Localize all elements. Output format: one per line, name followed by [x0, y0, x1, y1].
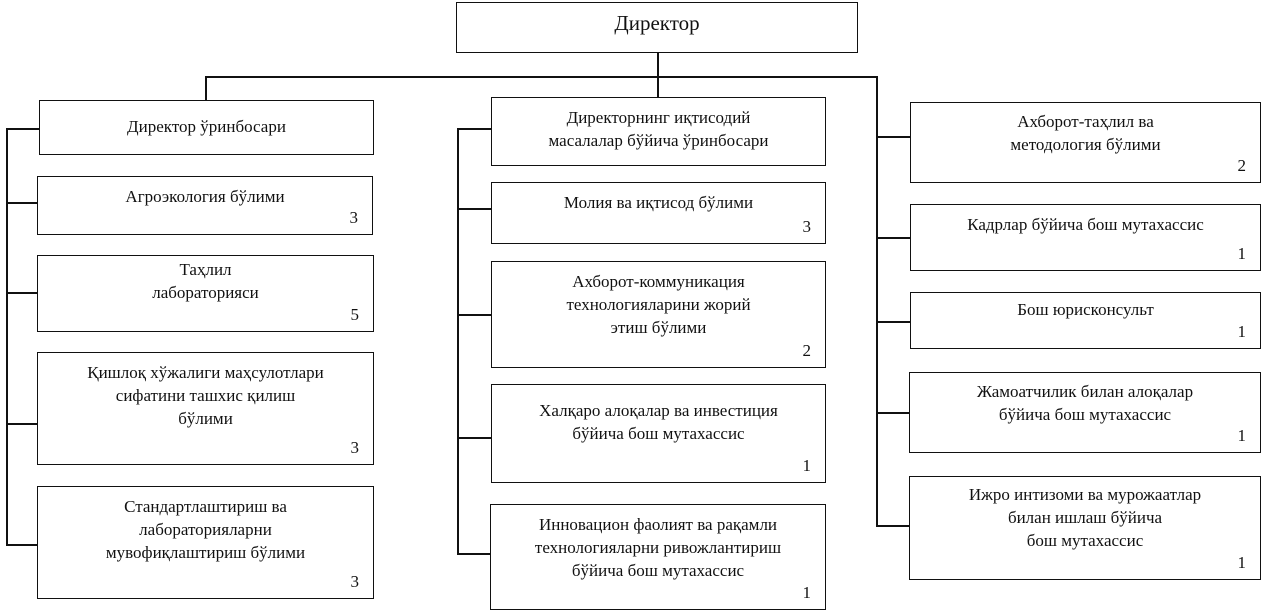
- node-title: Агроэкология бўлими: [125, 187, 285, 206]
- node-right-unit: Ахборот-таҳлил ва методология бўлими 2: [910, 102, 1261, 183]
- node-center-head: Директорнинг иқтисодий масалалар бўйича …: [491, 97, 826, 166]
- connector-director-down: [657, 52, 659, 77]
- staff-count: 1: [1237, 244, 1247, 263]
- node-title: Жамоатчилик билан алоқалар бўйича бош му…: [976, 382, 1194, 424]
- node-title: Директор: [614, 11, 700, 35]
- connector-center-head: [457, 128, 491, 130]
- connector-right-unit-4: [876, 412, 910, 414]
- node-right-unit: Ижро интизоми ва мурожаатлар билан ишлаш…: [909, 476, 1261, 580]
- connector-left-spine: [6, 128, 8, 545]
- node-title: Таҳлил лабораторияси: [152, 260, 259, 302]
- node-title: Кадрлар бўйича бош мутахассис: [967, 215, 1204, 234]
- node-left-unit: Таҳлил лабораторияси 5: [37, 255, 374, 332]
- node-left-unit: Стандартлаштириш ва лабораторияларни мув…: [37, 486, 374, 599]
- connector-left-unit-4: [6, 544, 38, 546]
- connector-center-unit-2: [457, 314, 491, 316]
- connector-right-spine: [876, 76, 878, 526]
- connector-right-unit-3: [876, 321, 910, 323]
- connector-to-left-head: [205, 76, 207, 100]
- node-title: Бош юрисконсульт: [1017, 300, 1154, 319]
- node-left-unit: Агроэкология бўлими 3: [37, 176, 373, 235]
- node-title: Директорнинг иқтисодий масалалар бўйича …: [548, 108, 769, 150]
- connector-to-center-head: [657, 76, 659, 97]
- node-title: Халқаро алоқалар ва инвестиция бўйича бо…: [539, 401, 778, 443]
- connector-right-unit-1: [876, 136, 910, 138]
- node-center-unit: Молия ва иқтисод бўлими 3: [491, 182, 826, 244]
- staff-count: 1: [802, 583, 812, 602]
- staff-count: 5: [350, 305, 360, 324]
- staff-count: 3: [802, 217, 812, 236]
- staff-count: 2: [802, 341, 812, 360]
- connector-center-unit-1: [457, 208, 491, 210]
- connector-center-spine: [457, 128, 459, 554]
- node-title: Ахборот-таҳлил ва методология бўлими: [1010, 112, 1161, 154]
- node-center-unit: Халқаро алоқалар ва инвестиция бўйича бо…: [491, 384, 826, 483]
- node-title: Қишлоқ хўжалиги маҳсулотлари сифатини та…: [87, 363, 324, 428]
- staff-count: 1: [802, 456, 812, 475]
- node-title: Ахборот-коммуникация технологияларини жо…: [566, 272, 751, 337]
- node-director: Директор: [456, 2, 858, 53]
- connector-left-unit-1: [6, 202, 38, 204]
- node-title: Инновацион фаолият ва рақамли технология…: [534, 515, 782, 580]
- connector-center-unit-4: [457, 553, 491, 555]
- node-right-unit: Бош юрисконсульт 1: [910, 292, 1261, 349]
- staff-count: 1: [1237, 426, 1247, 445]
- node-right-unit: Кадрлар бўйича бош мутахассис 1: [910, 204, 1261, 271]
- node-center-unit: Ахборот-коммуникация технологияларини жо…: [491, 261, 826, 368]
- node-title: Директор ўринбосари: [127, 117, 286, 136]
- staff-count: 1: [1237, 553, 1247, 572]
- connector-right-unit-2: [876, 237, 910, 239]
- node-right-unit: Жамоатчилик билан алоқалар бўйича бош му…: [909, 372, 1261, 453]
- staff-count: 2: [1237, 156, 1247, 175]
- node-left-head: Директор ўринбосари: [39, 100, 374, 155]
- connector-left-head: [6, 128, 40, 130]
- connector-left-unit-3: [6, 423, 38, 425]
- node-title: Ижро интизоми ва мурожаатлар билан ишлаш…: [968, 485, 1202, 550]
- node-title: Молия ва иқтисод бўлими: [563, 193, 754, 212]
- node-center-unit: Инновацион фаолият ва рақамли технология…: [490, 504, 826, 610]
- staff-count: 3: [350, 572, 360, 591]
- staff-count: 3: [349, 208, 359, 227]
- staff-count: 1: [1237, 322, 1247, 341]
- node-left-unit: Қишлоқ хўжалиги маҳсулотлари сифатини та…: [37, 352, 374, 465]
- connector-right-unit-5: [876, 525, 910, 527]
- connector-top-bus: [205, 76, 878, 78]
- connector-left-unit-2: [6, 292, 38, 294]
- connector-center-unit-3: [457, 437, 491, 439]
- node-title: Стандартлаштириш ва лабораторияларни мув…: [105, 497, 306, 562]
- staff-count: 3: [350, 438, 360, 457]
